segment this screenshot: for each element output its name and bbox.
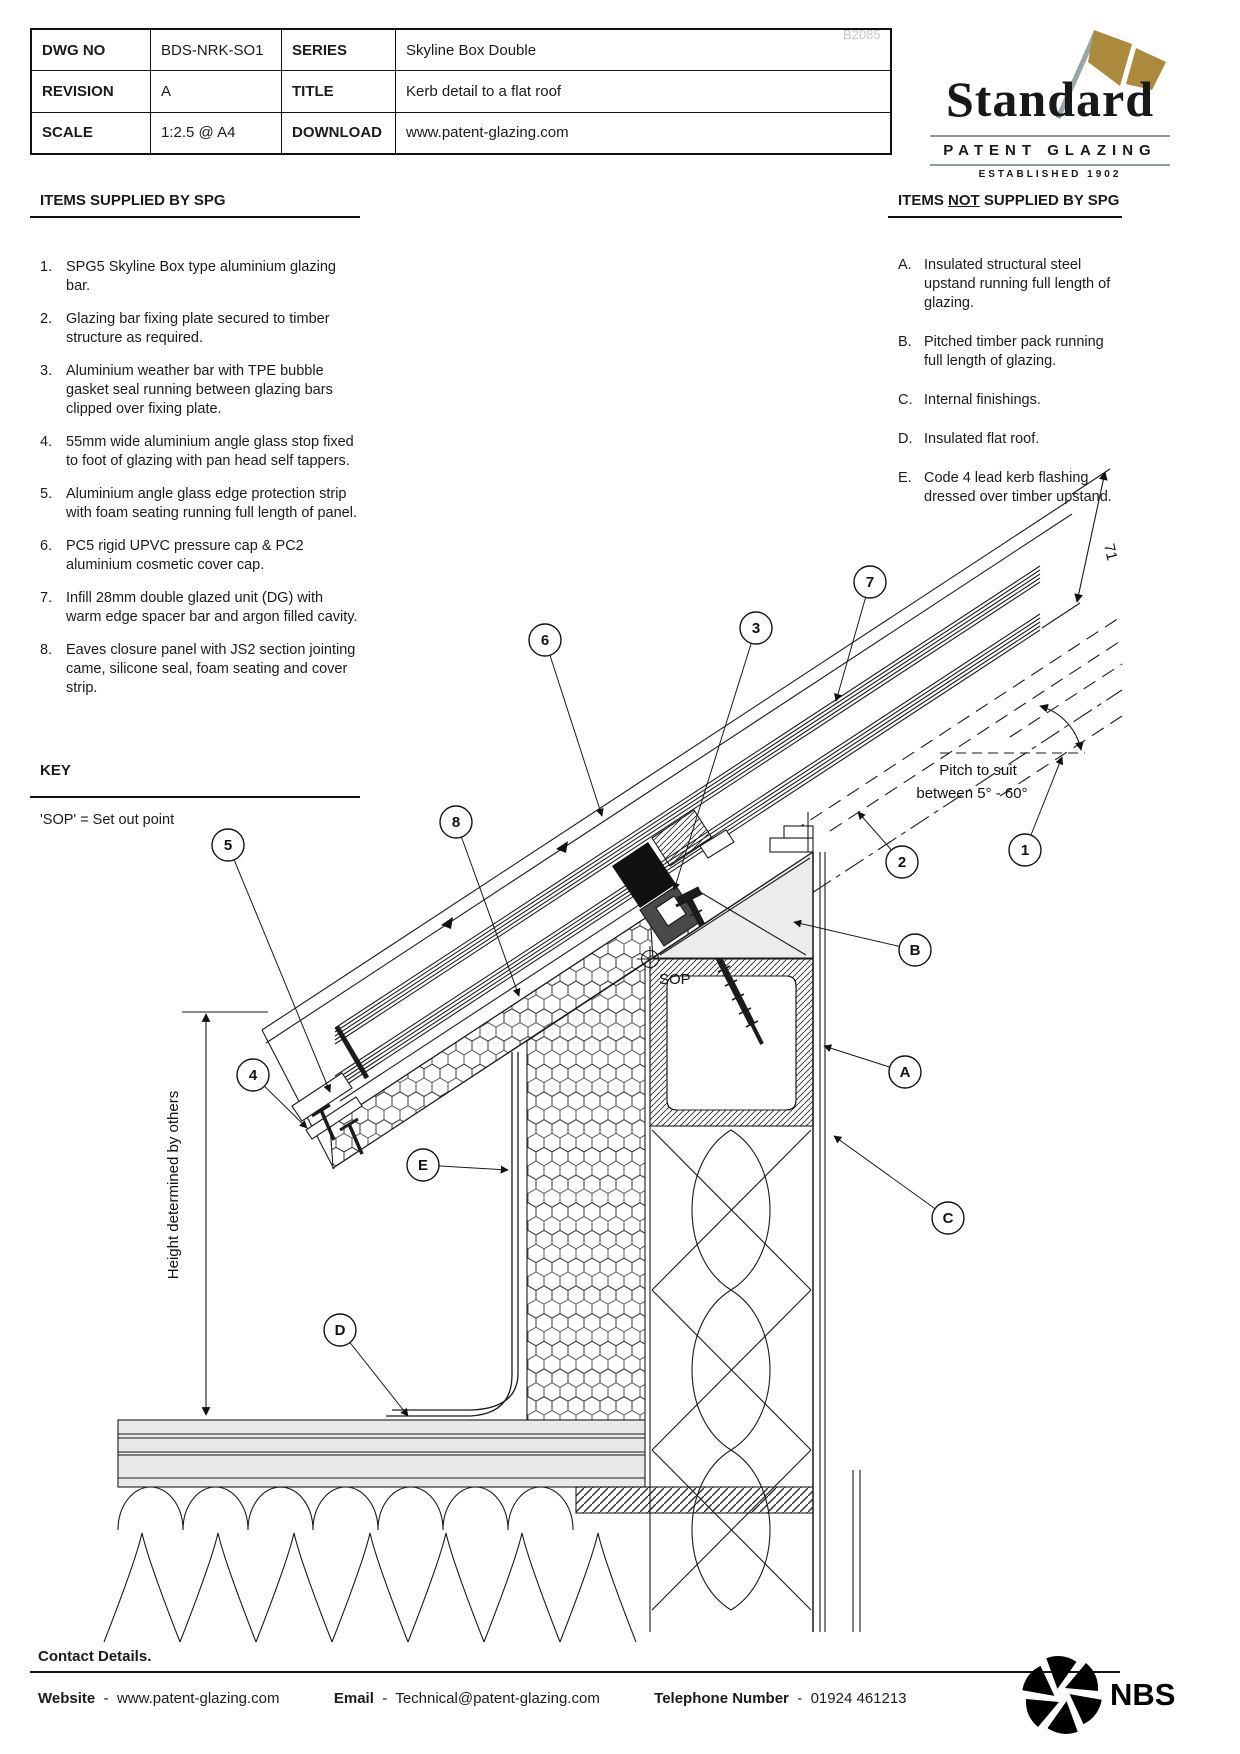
dwg-no-label: DWG NO <box>32 30 151 71</box>
list-item: 4.55mm wide aluminium angle glass stop f… <box>40 434 354 469</box>
pitch-note-line1: Pitch to suit <box>939 762 1017 779</box>
svg-text:C: C <box>943 1210 954 1227</box>
balloon-8: 8 <box>439 805 473 839</box>
svg-text:E: E <box>418 1157 428 1174</box>
supplied-list: 1.SPG5 Skyline Box type aluminium glazin… <box>40 258 358 712</box>
dwg-no-value: BDS-NRK-SO1 <box>151 30 282 71</box>
list-item: 5.Aluminium angle glass edge protection … <box>40 486 357 521</box>
title-block: DWG NO BDS-NRK-SO1 SERIES Skyline Box Do… <box>30 28 892 155</box>
list-item: A.Insulated structural steel upstand run… <box>898 257 1111 311</box>
balloon-E: E <box>406 1148 440 1182</box>
pitch-note-line2: between 5° - 60° <box>916 785 1027 802</box>
key-heading: KEY <box>40 762 71 779</box>
sheet-watermark: B2085 <box>843 27 881 42</box>
svg-text:1: 1 <box>1021 842 1029 859</box>
dim-71-label: 71 <box>1100 542 1120 562</box>
nbs-logo: NBS <box>1016 1647 1212 1743</box>
list-item: C.Internal finishings. <box>898 392 1041 408</box>
title-block-row: SCALE 1:2.5 @ A4 DOWNLOAD www.patent-gla… <box>32 112 890 153</box>
scale-label: SCALE <box>32 112 151 153</box>
svg-text:2: 2 <box>898 854 906 871</box>
list-item: 1.SPG5 Skyline Box type aluminium glazin… <box>40 259 336 294</box>
svg-text:7: 7 <box>866 574 874 591</box>
not-supplied-list: A.Insulated structural steel upstand run… <box>898 256 1126 527</box>
sop-label: SOP <box>659 971 691 988</box>
phone-value: 01924 461213 <box>810 1690 907 1707</box>
list-item: 3.Aluminium weather bar with TPE bubble … <box>40 363 333 417</box>
balloon-6: 6 <box>528 623 562 657</box>
website-label: Website <box>38 1690 96 1707</box>
balloon-1: 1 <box>1008 833 1042 867</box>
email-label: Email <box>333 1690 374 1707</box>
list-item: 6.PC5 rigid UPVC pressure cap & PC2 alum… <box>40 538 304 573</box>
logo-rule <box>930 164 1170 166</box>
supplied-heading: ITEMS SUPPLIED BY SPG <box>40 192 226 209</box>
list-item: B.Pitched timber pack running full lengt… <box>898 334 1104 369</box>
nbs-flower-icon <box>1016 1647 1108 1743</box>
list-item: 7.Infill 28mm double glazed unit (DG) wi… <box>40 590 358 625</box>
contact-row: Website - www.patent-glazing.com Email -… <box>38 1690 907 1707</box>
balloon-D: D <box>323 1313 357 1347</box>
not-supplied-heading: ITEMS NOT SUPPLIED BY SPG <box>898 192 1120 209</box>
website-value[interactable]: www.patent-glazing.com <box>116 1690 280 1707</box>
height-note: Height determined by others <box>165 1091 182 1279</box>
logo-tagline: PATENT GLAZING <box>943 142 1157 159</box>
spg-logo: Standard PATENT GLAZING ESTABLISHED 1902 <box>928 18 1172 180</box>
revision-value: A <box>151 71 282 112</box>
flag-icon <box>1055 30 1166 120</box>
svg-text:5: 5 <box>224 837 232 854</box>
logo-established: ESTABLISHED 1902 <box>978 169 1122 180</box>
title-block-row: REVISION A TITLE Kerb detail to a flat r… <box>32 71 890 113</box>
divider <box>30 1671 1120 1673</box>
divider <box>888 216 1122 218</box>
nbs-label: NBS <box>1110 1677 1176 1712</box>
phone-label: Telephone Number <box>654 1690 789 1707</box>
svg-text:3: 3 <box>752 620 760 637</box>
balloon-2: 2 <box>885 845 919 879</box>
logo-name: Standard <box>945 71 1155 127</box>
svg-text:D: D <box>335 1322 346 1339</box>
email-value[interactable]: Technical@patent-glazing.com <box>395 1690 600 1707</box>
svg-text:6: 6 <box>541 632 549 649</box>
revision-label: REVISION <box>32 71 151 112</box>
key-entry: 'SOP' = Set out point <box>40 812 175 828</box>
balloon-5: 5 <box>211 828 245 862</box>
svg-text:4: 4 <box>249 1067 258 1084</box>
download-label: DOWNLOAD <box>282 112 396 153</box>
balloon-3: 3 <box>739 611 773 645</box>
title-label: TITLE <box>282 71 396 112</box>
divider <box>30 796 360 798</box>
download-value[interactable]: www.patent-glazing.com <box>406 124 569 142</box>
balloon-C: C <box>931 1201 965 1235</box>
list-item: D.Insulated flat roof. <box>898 431 1040 447</box>
title-value: Kerb detail to a flat roof <box>406 82 562 100</box>
balloon-7: 7 <box>853 565 887 599</box>
series-value: Skyline Box Double <box>406 41 537 59</box>
scale-value: 1:2.5 @ A4 <box>151 112 282 153</box>
list-item: E.Code 4 lead kerb flashing dressed over… <box>898 470 1112 505</box>
contact-heading: Contact Details. <box>38 1648 152 1665</box>
series-label: SERIES <box>282 30 396 71</box>
list-item: 2.Glazing bar fixing plate secured to ti… <box>40 311 330 346</box>
callout-balloons: 1 2 3 4 5 6 7 8 A B C D E <box>211 565 1042 1347</box>
list-item: 8.Eaves closure panel with JS2 section j… <box>40 642 356 696</box>
divider <box>30 216 360 218</box>
balloon-4: 4 <box>236 1058 270 1092</box>
balloon-A: A <box>888 1055 922 1089</box>
svg-text:B: B <box>910 942 921 959</box>
balloon-B: B <box>898 933 932 967</box>
title-block-row: DWG NO BDS-NRK-SO1 SERIES Skyline Box Do… <box>32 30 890 72</box>
logo-rule <box>930 135 1170 137</box>
svg-text:A: A <box>900 1064 911 1081</box>
svg-text:8: 8 <box>452 814 460 831</box>
